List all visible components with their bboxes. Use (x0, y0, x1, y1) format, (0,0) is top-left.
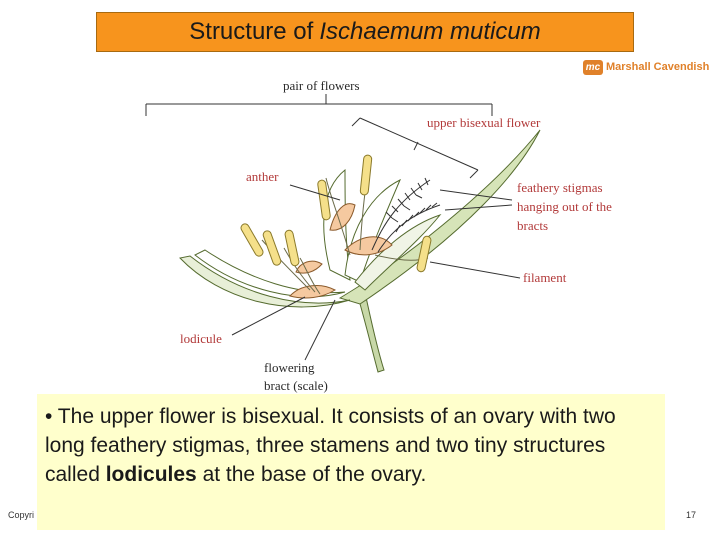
upper-bract-2 (344, 178, 401, 283)
lodicule-left (289, 284, 337, 299)
label-upper-bisexual-flower: upper bisexual flower (427, 115, 541, 130)
label-anther: anther (246, 169, 279, 184)
logo-mark-icon: mc (583, 59, 603, 75)
label-flowering-bract-1: flowering (264, 360, 315, 375)
publisher-logo: mc Marshall Cavendish (583, 58, 713, 76)
stem (355, 287, 385, 373)
pair-bracket (145, 94, 493, 116)
label-filament: filament (523, 270, 567, 285)
ovary (344, 236, 393, 256)
leader-lines (231, 184, 521, 361)
copyright-footer: Copyri (8, 510, 35, 520)
caption-text-2: at the base of the ovary. (196, 463, 427, 486)
lower-bract-inner (194, 249, 346, 298)
label-pair-of-flowers: pair of flowers (283, 78, 360, 93)
petal-lower (295, 260, 323, 274)
filaments (261, 171, 429, 295)
title-species: Ischaemum muticum (319, 18, 541, 45)
title-banner: Structure of Ischaemum muticum (96, 12, 634, 52)
label-lodicule: lodicule (180, 331, 222, 346)
caption-text-1: • The upper flower is bisexual. It consi… (45, 405, 616, 486)
anthers (240, 154, 432, 273)
label-feathery-stigmas-1: feathery stigmas (517, 180, 603, 195)
label-feathery-stigmas-3: bracts (517, 218, 549, 233)
caption-bold-term: lodicules (105, 463, 197, 486)
label-feathery-stigmas-2: hanging out of the (517, 199, 612, 214)
upper-flower-bracket (351, 117, 479, 179)
title-prefix: Structure of (189, 18, 314, 45)
label-flowering-bract-2: bract (scale) (264, 378, 328, 393)
page-number: 17 (686, 510, 697, 520)
feathery-stigmas (371, 177, 441, 253)
caption-box: • The upper flower is bisexual. It consi… (37, 394, 665, 530)
upper-bract-3 (354, 213, 442, 291)
logo-text: Marshall Cavendish (606, 61, 710, 73)
lower-bract (179, 255, 351, 308)
petal-upper (329, 203, 356, 231)
